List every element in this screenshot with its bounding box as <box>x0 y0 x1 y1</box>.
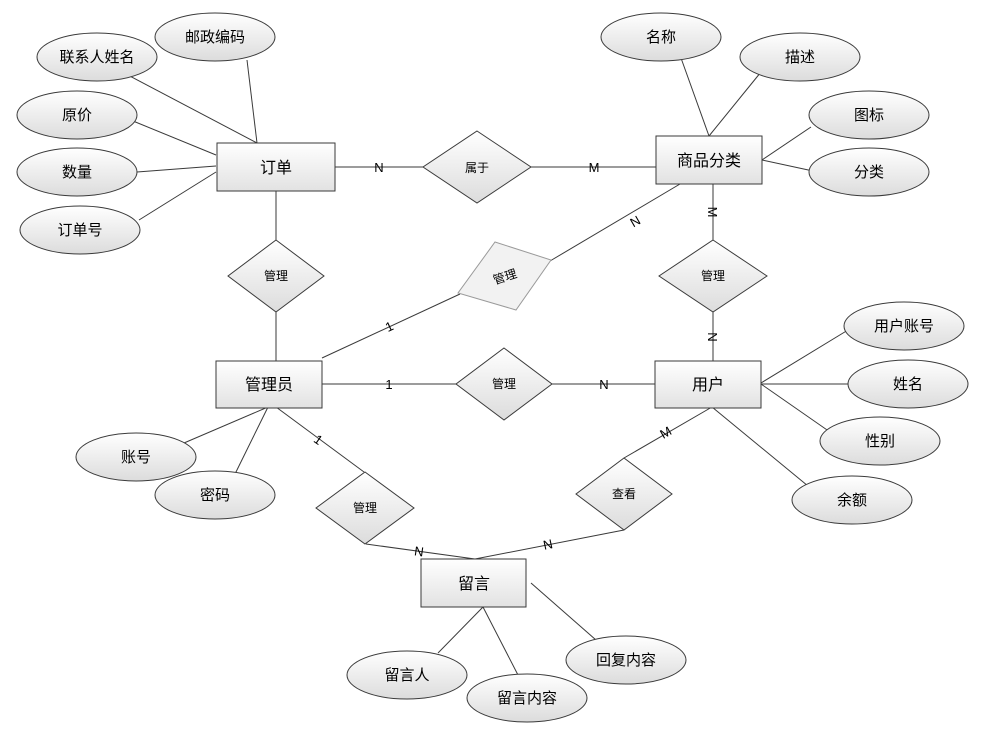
attr-password: 密码 <box>154 470 276 520</box>
entity-user: 用户 <box>654 360 762 409</box>
attr-orig-price: 原价 <box>16 90 138 140</box>
cardinality-order-belongs: N <box>374 160 383 175</box>
entity-admin: 管理员 <box>215 360 323 409</box>
attributes: 联系人姓名 邮政编码 原价 数量 订单号 名称 描述 图标 <box>16 12 969 723</box>
relationship-manage-message-label: 管理 <box>353 500 377 515</box>
attr-quantity-label: 数量 <box>62 163 92 181</box>
attr-classification: 分类 <box>808 147 930 197</box>
cardinality-admin-user-user: N <box>599 377 608 392</box>
relationship-view-label: 查看 <box>612 487 636 501</box>
attr-user-account-label: 用户账号 <box>874 317 934 335</box>
cardinality-admin-category-admin: 1 <box>383 318 396 335</box>
attr-orig-price-label: 原价 <box>62 106 92 124</box>
relationships: 属于 管理 管理 管理 管理 管理 查看 <box>227 130 768 545</box>
attr-description: 描述 <box>739 32 861 82</box>
attr-author-label: 留言人 <box>384 666 429 684</box>
relationship-belongs-label: 属于 <box>465 161 489 175</box>
attr-cat-name-label: 名称 <box>646 28 676 46</box>
attr-quantity: 数量 <box>16 147 138 197</box>
cardinality-belongs-category: M <box>589 160 600 175</box>
attr-author: 留言人 <box>346 650 468 700</box>
attr-gender: 性别 <box>819 416 941 466</box>
entity-category: 商品分类 <box>655 135 763 185</box>
relationship-manage-user: 管理 <box>455 347 553 421</box>
relationship-manage-order-label: 管理 <box>264 268 288 283</box>
attr-balance-label: 余额 <box>837 491 867 509</box>
attr-classification-label: 分类 <box>854 163 884 181</box>
relationship-category-user: 管理 <box>658 239 768 313</box>
cardinality-admin-message-admin: 1 <box>311 431 326 447</box>
attr-gender-label: 性别 <box>865 432 895 450</box>
attr-account: 账号 <box>75 432 197 482</box>
attr-password-label: 密码 <box>200 486 230 504</box>
attr-account-label: 账号 <box>121 448 151 466</box>
relationship-belongs: 属于 <box>422 130 532 204</box>
attr-postcode: 邮政编码 <box>154 12 276 62</box>
attr-content: 留言内容 <box>466 673 588 723</box>
entity-admin-label: 管理员 <box>245 375 293 394</box>
cardinality-user-message-message: N <box>542 536 554 553</box>
attr-order-no: 订单号 <box>19 205 141 255</box>
relationship-category-user-label: 管理 <box>701 268 725 283</box>
relationship-manage-order: 管理 <box>227 239 325 313</box>
attr-icon: 图标 <box>808 90 930 140</box>
relationship-manage-category-label: 管理 <box>491 266 518 288</box>
entity-message-label: 留言 <box>458 574 490 593</box>
cardinality-user-message-user: M <box>657 423 674 441</box>
relationship-manage-user-label: 管理 <box>492 376 516 391</box>
attr-contact-name: 联系人姓名 <box>36 32 158 82</box>
connectors <box>125 57 849 676</box>
attr-order-no-label: 订单号 <box>57 221 102 239</box>
cardinality-admin-message-message: N <box>413 543 424 559</box>
cardinality-admin-user-admin: 1 <box>385 377 392 392</box>
attr-balance: 余额 <box>791 475 913 525</box>
attr-cat-name: 名称 <box>600 12 722 62</box>
entity-order-label: 订单 <box>260 158 292 177</box>
cardinality-admin-category-category: N <box>627 213 643 231</box>
attr-contact-name-label: 联系人姓名 <box>59 48 134 66</box>
attr-full-name: 姓名 <box>847 359 969 409</box>
cardinality-category-user-category: M <box>705 207 720 218</box>
attr-content-label: 留言内容 <box>497 689 557 707</box>
cardinality-category-user-user: N <box>705 332 720 341</box>
relationship-view: 查看 <box>575 457 673 531</box>
attr-full-name-label: 姓名 <box>893 375 923 393</box>
relationship-manage-message: 管理 <box>315 471 415 545</box>
entity-order: 订单 <box>216 142 336 192</box>
attr-user-account: 用户账号 <box>843 301 965 351</box>
relationship-manage-category: 管理 <box>457 241 552 311</box>
attr-postcode-label: 邮政编码 <box>185 28 245 46</box>
attr-reply: 回复内容 <box>565 635 687 685</box>
attr-description-label: 描述 <box>785 48 815 66</box>
attr-reply-label: 回复内容 <box>596 651 656 669</box>
entity-user-label: 用户 <box>692 375 724 394</box>
entity-category-label: 商品分类 <box>677 151 741 170</box>
attr-icon-label: 图标 <box>854 106 884 124</box>
entity-message: 留言 <box>420 558 527 608</box>
entities: 订单 商品分类 管理员 用户 留言 <box>215 135 763 608</box>
